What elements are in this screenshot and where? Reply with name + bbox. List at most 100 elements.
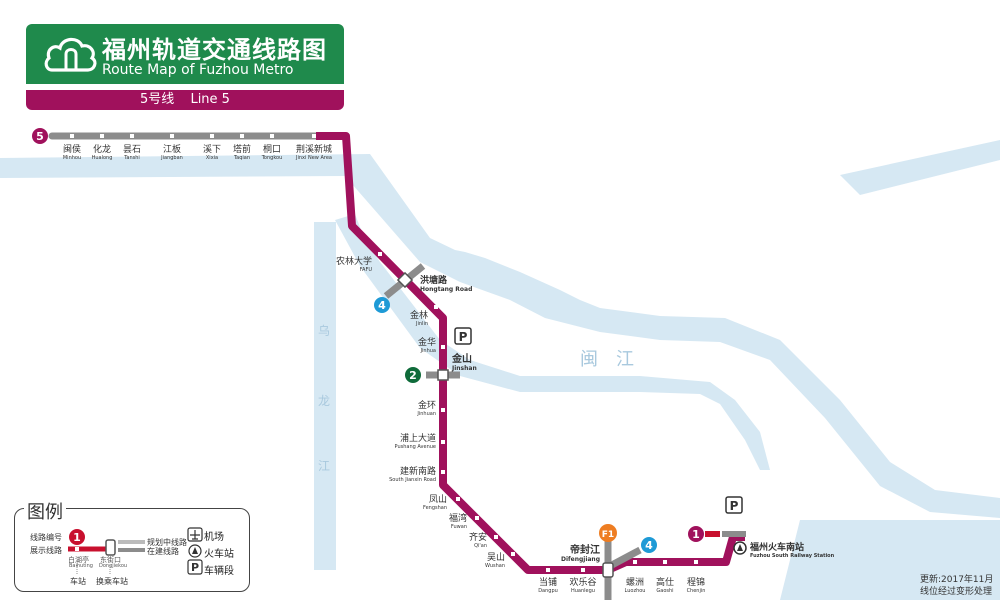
upper-right-river: [840, 140, 1000, 195]
min-river-branch: [335, 214, 770, 470]
station-mark-fuwan[interactable]: [475, 516, 479, 520]
label-jinshan-en: Jinshan: [451, 365, 477, 372]
line1-badge-fzsouth-text: 1: [692, 528, 700, 541]
line5-station-marks: [378, 252, 698, 572]
label-jinhua-cn: 金华: [418, 336, 436, 348]
label-fengshan-cn: 凤山: [429, 494, 447, 505]
label-jinlin-cn: 金林: [410, 309, 428, 321]
station-mark-taqian[interactable]: [240, 134, 244, 138]
depot-marker-fzsouth[interactable]: P: [725, 496, 743, 514]
label-difengjiang-cn: 帝封江: [570, 543, 600, 556]
label-pushang-cn: 浦上大道: [400, 432, 436, 444]
station-mark-gaoshi[interactable]: [663, 560, 667, 564]
line4-badge-hongtang[interactable]: 4: [374, 297, 390, 313]
station-mark-jinlin[interactable]: [434, 305, 438, 309]
label-fzsouth-en: Fuzhou South Railway Station: [750, 553, 835, 559]
depot-marker-jinhua[interactable]: P: [454, 327, 472, 345]
line5-badge[interactable]: 5: [32, 128, 48, 144]
station-mark-tanshi[interactable]: [130, 134, 134, 138]
station-mark-jinhua[interactable]: [441, 345, 445, 349]
wulong-river: [314, 222, 336, 570]
wulong-river-char-2: 龙: [318, 394, 330, 408]
line4-difengjiang-stub: [608, 546, 642, 570]
label-jiangban-cn: 江板: [163, 143, 181, 155]
label-chenjin-cn: 程锦: [687, 576, 705, 588]
label-wushan-cn: 吴山: [487, 552, 505, 563]
label-gaoshi-en: Gaoshi: [656, 588, 673, 594]
planned-station-marks: [70, 134, 316, 138]
label-hualong-en: Hualong: [92, 155, 113, 161]
fuzhou-metro-logo-icon: [44, 37, 97, 72]
label-hongtang-cn: 洪塘路: [420, 274, 448, 286]
station-mark-minhou[interactable]: [70, 134, 74, 138]
station-mark-wushan[interactable]: [511, 552, 515, 556]
line-label-bar: 5号线 Line 5: [26, 90, 344, 110]
map-title-cn: 福州轨道交通线路图: [102, 36, 327, 64]
transfer-mark-jinshan[interactable]: [437, 369, 449, 381]
station-mark-hualong[interactable]: [100, 134, 104, 138]
station-mark-tongkou[interactable]: [270, 134, 274, 138]
station-mark-jiangban[interactable]: [170, 134, 174, 138]
label-xixia-cn: 溪下: [203, 143, 221, 155]
station-mark-jinxi[interactable]: [312, 134, 316, 138]
station-mark-luozhou[interactable]: [633, 560, 637, 564]
label-jiangban-en: Jiangban: [160, 155, 183, 161]
line4-badge-hongtang-text: 4: [378, 299, 386, 312]
legend-title: 图例: [24, 498, 66, 524]
line-label-en: Line 5: [190, 92, 230, 107]
legend-depot-icon: [187, 559, 203, 575]
label-luozhou-en: Luozhou: [625, 588, 646, 594]
label-pushang-en: Pushang Avenue: [395, 444, 436, 450]
min-river-label: 闽 江: [580, 349, 634, 369]
station-mark-chenjin[interactable]: [694, 560, 698, 564]
line2-badge-jinshan[interactable]: 2: [405, 367, 421, 383]
legend-badge-circle: [69, 529, 85, 545]
legend-depot-label: 车辆段: [204, 566, 234, 577]
planned-station-labels: 闽侯 Minhou 化龙 Hualong 昙石 Tanshi 江板 Jiangb…: [63, 143, 332, 161]
label-dangpu-en: Dangpu: [538, 588, 558, 594]
label-jianxin-en: South Jianxin Road: [389, 477, 436, 483]
label-gaoshi-cn: 高仕: [656, 576, 674, 588]
transfer-mark-difengjiang[interactable]: [602, 562, 614, 578]
station-mark-fengshan[interactable]: [456, 497, 460, 501]
station-mark-xixia[interactable]: [210, 134, 214, 138]
label-hualong-cn: 化龙: [93, 143, 111, 155]
station-mark-fafu[interactable]: [378, 252, 382, 256]
railway-station-icon: [733, 541, 747, 555]
transfer-mark-hongtang[interactable]: [396, 271, 414, 289]
label-fafu-en: FAFU: [360, 267, 373, 273]
label-tanshi-cn: 昙石: [123, 144, 141, 155]
legend-railway-station-label: 火车站: [204, 549, 234, 560]
wulong-river-char-1: 乌: [318, 323, 330, 338]
label-jinhuan-en: Jinhuan: [416, 411, 436, 417]
label-jianxin-cn: 建新南路: [400, 465, 436, 477]
station-mark-jianxin[interactable]: [441, 470, 445, 474]
legend-sample-station-1-en: Baihuting: [69, 563, 93, 569]
line4-badge-difengjiang[interactable]: 4: [641, 537, 657, 553]
update-date: 更新:2017年11月: [920, 575, 994, 585]
line5-route: [316, 132, 745, 574]
label-huanlegu-en: Huanlegu: [571, 588, 595, 594]
legend-shown-line-label: 展示线路: [30, 546, 62, 555]
station-mark-pushang[interactable]: [441, 440, 445, 444]
legend-graphics: 1 P: [68, 527, 203, 575]
label-jinhuan-cn: 金环: [418, 399, 436, 411]
legend-sample-station-2-en: Dongjiekou: [99, 563, 128, 569]
line5-station-labels: 农林大学 FAFU 洪塘路 Hongtang Road 金林 Jinlin 金华…: [336, 255, 835, 594]
min-river: [0, 154, 1000, 518]
station-mark-huanlegu[interactable]: [581, 568, 585, 572]
legend-station-label: 车站: [70, 577, 86, 586]
label-jinlin-en: Jinlin: [415, 321, 428, 327]
label-minhou-cn: 闽侯: [63, 143, 81, 155]
line1-badge-fzsouth[interactable]: 1: [688, 526, 704, 542]
f1-badge-difengjiang[interactable]: F1: [599, 524, 617, 542]
line4-badge-difengjiang-text: 4: [645, 539, 653, 552]
label-difengjiang-en: Difengjiang: [561, 556, 600, 563]
station-mark-jinhuan[interactable]: [441, 408, 445, 412]
station-mark-dangpu[interactable]: [546, 568, 550, 572]
legend-box: [14, 508, 250, 592]
station-mark-qian[interactable]: [494, 535, 498, 539]
legend-transfer-station-label: 换乘车站: [96, 577, 128, 586]
label-fuwan-cn: 福湾: [449, 512, 467, 524]
